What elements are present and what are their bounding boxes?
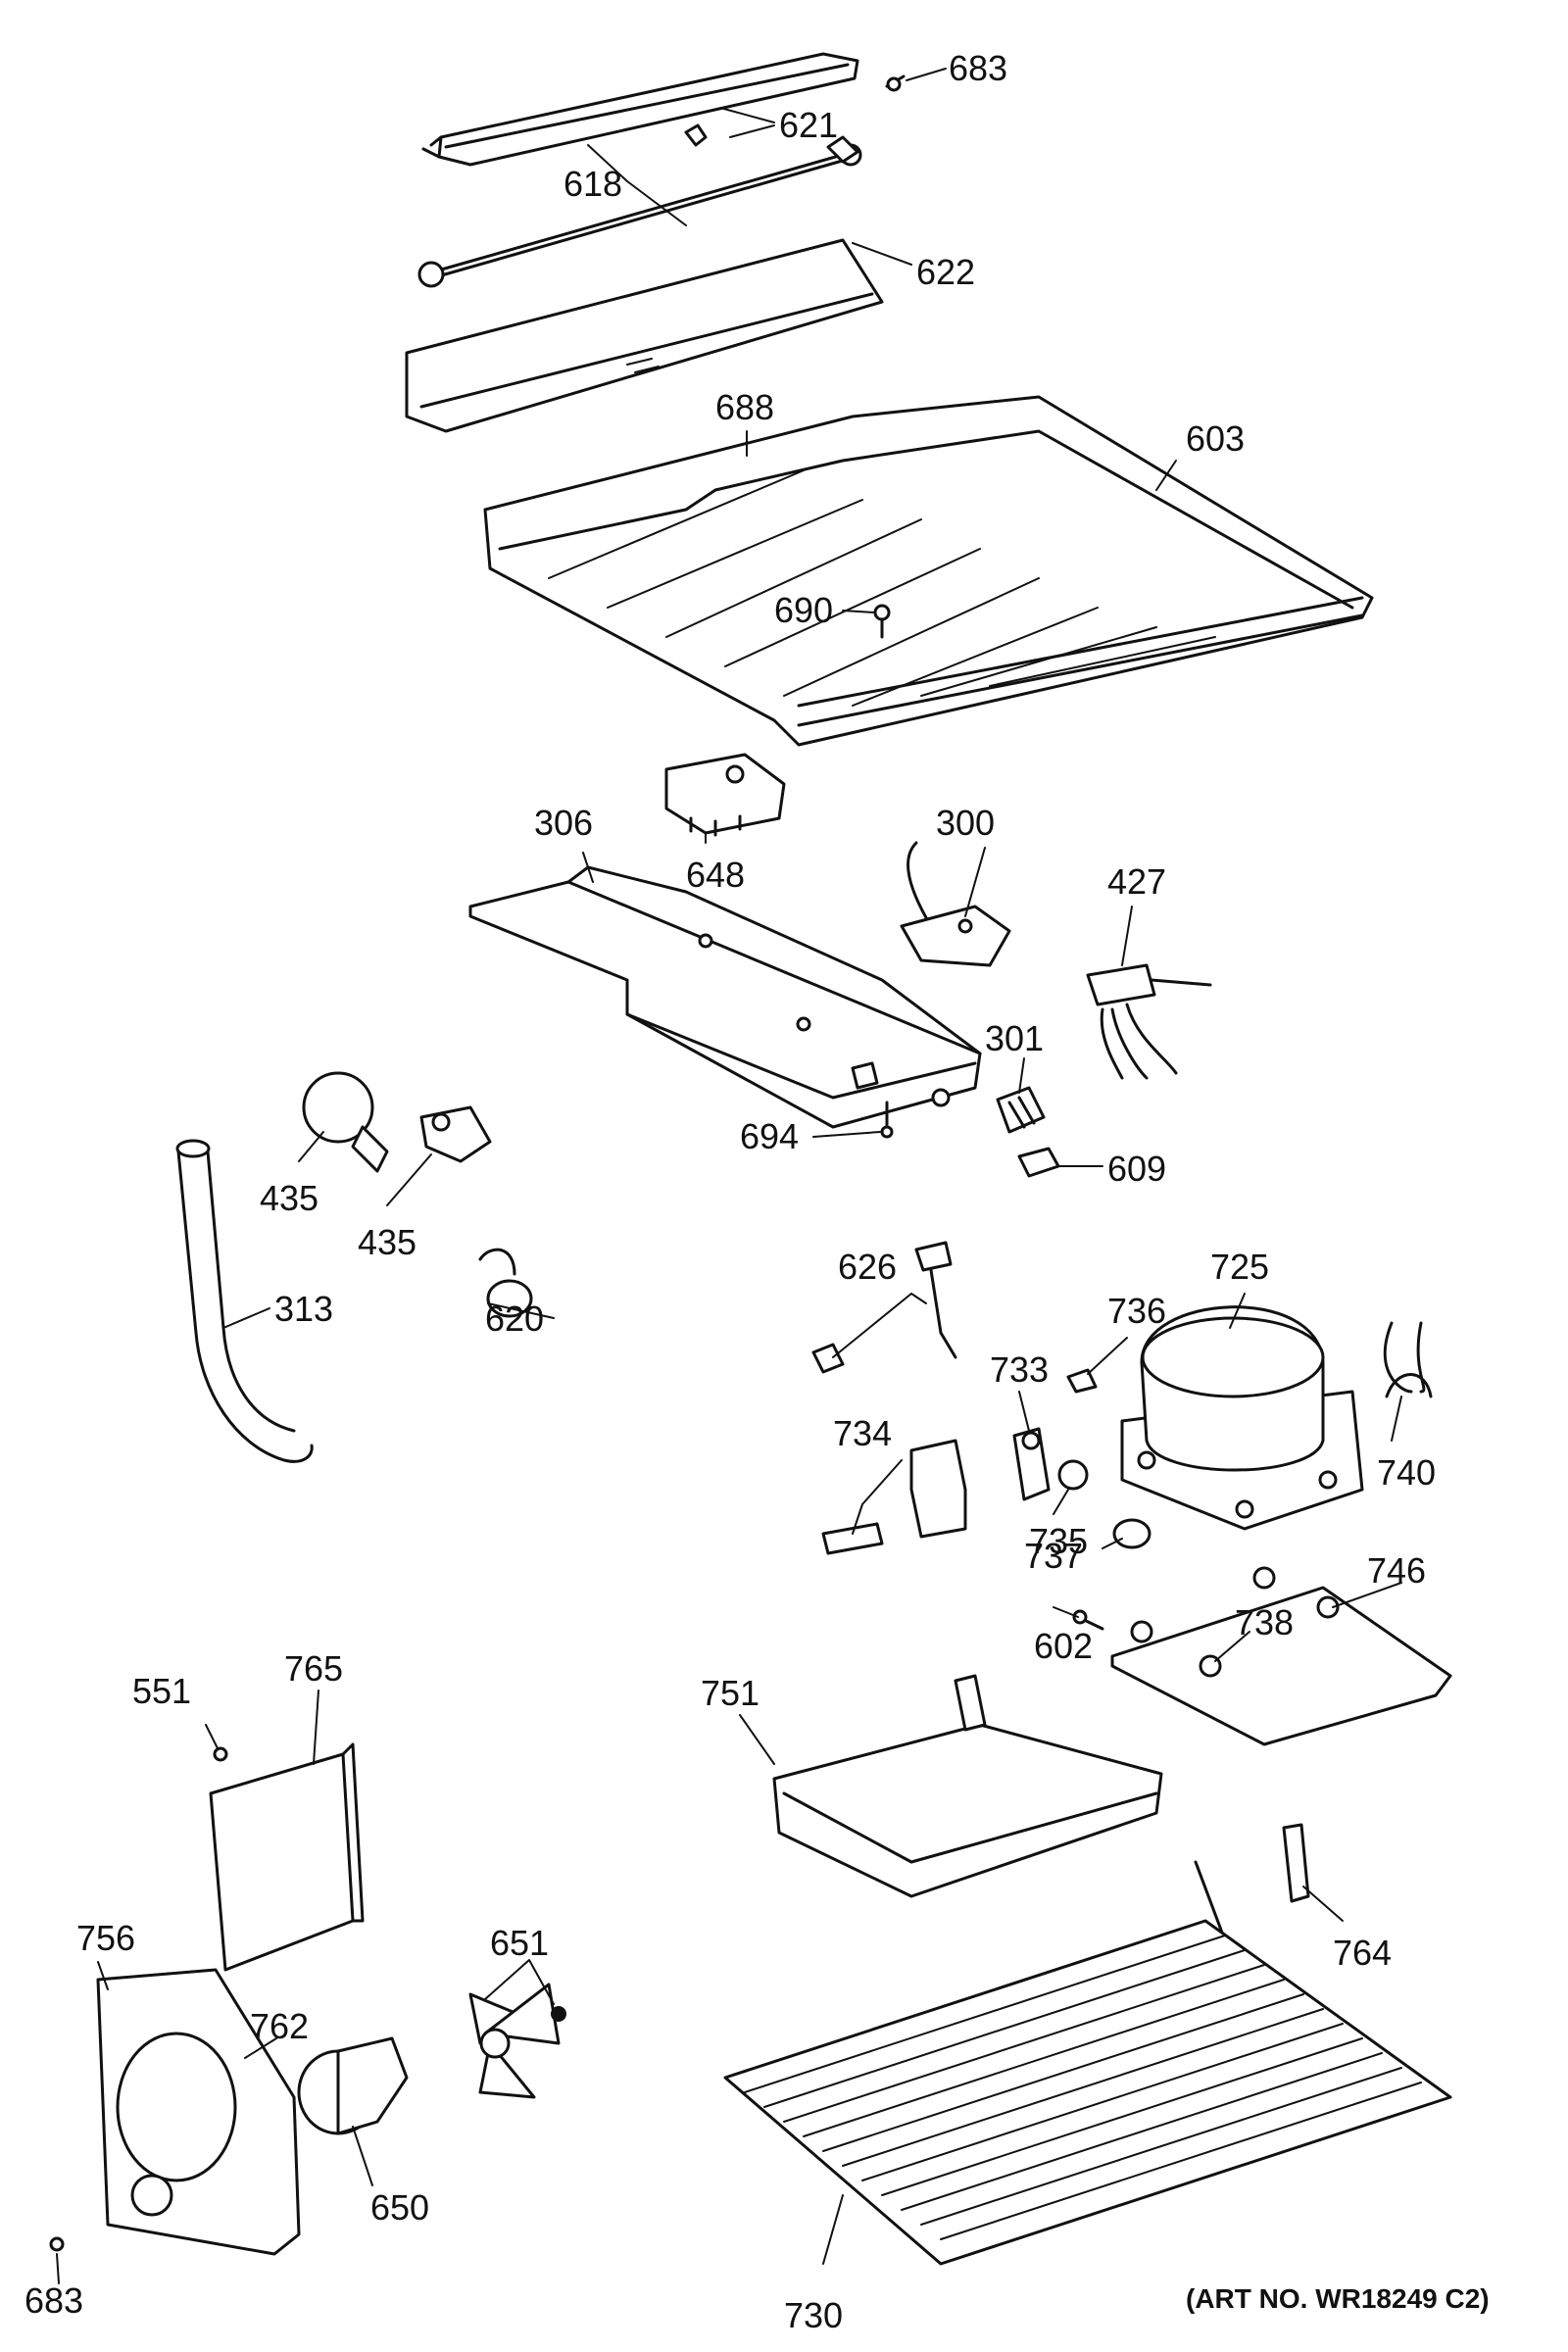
part-736-clip xyxy=(1066,1368,1098,1394)
part-730-condenser xyxy=(723,1860,1452,2266)
callout-756: 756 xyxy=(76,1918,135,1958)
part-620-cap xyxy=(478,1248,533,1318)
callout-648: 648 xyxy=(686,855,745,895)
part-650-motor xyxy=(297,2036,409,2135)
part-683-screw-top xyxy=(885,74,906,92)
part-427-capacitor xyxy=(1086,963,1212,1080)
callout-694: 694 xyxy=(740,1116,799,1156)
callout-735: 735 xyxy=(1029,1521,1088,1561)
part-751-pan xyxy=(772,1674,1163,1898)
callout-301: 301 xyxy=(985,1018,1044,1058)
part-648-timer xyxy=(664,753,786,837)
part-602-screw xyxy=(1072,1609,1104,1631)
part-626-harness xyxy=(811,1241,957,1374)
callout-626: 626 xyxy=(838,1247,897,1287)
part-756-shroud xyxy=(96,1968,301,2256)
callout-435-bulb: 435 xyxy=(260,1178,318,1218)
callout-740: 740 xyxy=(1377,1452,1436,1493)
part-690-screw xyxy=(873,604,891,639)
part-300-thermostat xyxy=(900,841,1011,967)
callout-690: 690 xyxy=(774,590,833,630)
callout-551: 551 xyxy=(132,1671,191,1711)
part-435-bulb xyxy=(302,1071,389,1173)
callout-618: 618 xyxy=(564,164,622,204)
part-306-housing xyxy=(468,865,982,1129)
callout-651: 651 xyxy=(490,1923,549,1963)
callout-734: 734 xyxy=(833,1413,892,1453)
part-735-overload xyxy=(1057,1459,1089,1491)
callout-621: 621 xyxy=(779,105,838,145)
callout-620: 620 xyxy=(485,1298,544,1339)
callout-603: 603 xyxy=(1186,418,1245,459)
part-725-compressor xyxy=(1120,1305,1364,1531)
callout-765: 765 xyxy=(284,1648,343,1689)
callout-435-socket: 435 xyxy=(358,1222,416,1262)
part-313-tube xyxy=(175,1139,314,1463)
callout-683-bottom: 683 xyxy=(24,2280,83,2321)
part-609-switch xyxy=(1017,1147,1060,1178)
callout-labels: 683 621 618 622 688 603 690 306 648 300 … xyxy=(24,48,1490,2335)
part-683-screw-bottom xyxy=(49,2236,65,2252)
part-551-screw xyxy=(213,1746,228,1762)
part-603-tray xyxy=(483,395,1374,747)
callout-746: 746 xyxy=(1367,1550,1426,1591)
callout-725: 725 xyxy=(1210,1247,1269,1287)
part-740-clips xyxy=(1383,1321,1433,1398)
part-733-relay xyxy=(1012,1427,1051,1501)
callout-683-top: 683 xyxy=(949,48,1007,88)
part-764-clip xyxy=(1282,1823,1310,1903)
part-621-channel xyxy=(421,52,859,167)
callout-609: 609 xyxy=(1107,1149,1166,1189)
callout-737: 737 xyxy=(1024,1536,1083,1576)
callout-733: 733 xyxy=(990,1349,1049,1390)
callout-313: 313 xyxy=(274,1289,333,1329)
callout-300: 300 xyxy=(936,803,995,843)
part-651-fan xyxy=(468,1983,566,2099)
leader-lines xyxy=(56,68,1402,2284)
callout-764: 764 xyxy=(1333,1933,1392,1973)
callout-650: 650 xyxy=(370,2187,429,2228)
part-622-trough xyxy=(405,238,884,433)
callout-602: 602 xyxy=(1034,1626,1093,1666)
callout-688: 688 xyxy=(715,387,774,427)
callout-738: 738 xyxy=(1235,1602,1294,1642)
part-746-plate xyxy=(1110,1566,1452,1746)
callout-751: 751 xyxy=(701,1673,760,1713)
art-number: (ART NO. WR18249 C2) xyxy=(1186,2283,1490,2314)
part-435-socket xyxy=(419,1105,492,1163)
part-301-light-socket xyxy=(996,1086,1046,1134)
callout-762: 762 xyxy=(250,2006,309,2046)
part-618-rod xyxy=(417,135,862,288)
callout-306: 306 xyxy=(534,803,593,843)
callout-622: 622 xyxy=(916,252,975,292)
part-734-cover xyxy=(821,1439,967,1555)
part-737-grommet xyxy=(1112,1518,1152,1549)
callout-730: 730 xyxy=(784,2295,843,2335)
callout-427: 427 xyxy=(1107,861,1166,902)
part-694-screw xyxy=(880,1101,894,1139)
callout-736: 736 xyxy=(1107,1291,1166,1331)
part-765-baffle xyxy=(209,1742,365,1972)
